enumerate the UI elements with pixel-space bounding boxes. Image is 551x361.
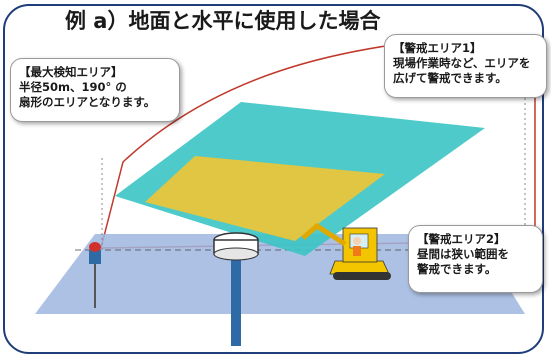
diagram-title: 例 a）地面と水平に使用した場合: [51, 6, 395, 38]
alert-area-2-text-1: 昼間は狭い範囲を: [417, 247, 509, 261]
alert-area-2-text-2: 警戒できます。: [417, 262, 497, 276]
alert-area-1-heading: 【警戒エリア1】: [393, 41, 482, 55]
alert-area-2-heading: 【警戒エリア2】: [417, 232, 506, 246]
ground-plane: [35, 234, 525, 314]
alert-area-1-text-2: 広げて警戒できます。: [393, 71, 507, 85]
max-detection-callout: 【最大検知エリア】 半径50m、190° の 扇形のエリアとなります。: [10, 58, 180, 122]
alert-area-1-text-1: 現場作業時など、エリアを: [393, 56, 531, 70]
alert-area-1-callout: 【警戒エリア1】 現場作業時など、エリアを 広げて警戒できます。: [384, 34, 547, 98]
alert-area-2-callout: 【警戒エリア2】 昼間は狭い範囲を 警戒できます。: [408, 225, 543, 293]
alert-area-2: [145, 156, 385, 241]
max-detection-text-1: 半径50m、190° の: [19, 80, 127, 94]
max-detection-heading: 【最大検知エリア】: [19, 65, 123, 79]
worker-icon: [353, 237, 361, 256]
excavator-icon: [301, 222, 391, 280]
max-detection-text-2: 扇形のエリアとなります。: [19, 95, 156, 109]
sensor-pole-icon: [213, 232, 259, 346]
warning-beacon-icon: [89, 242, 101, 308]
